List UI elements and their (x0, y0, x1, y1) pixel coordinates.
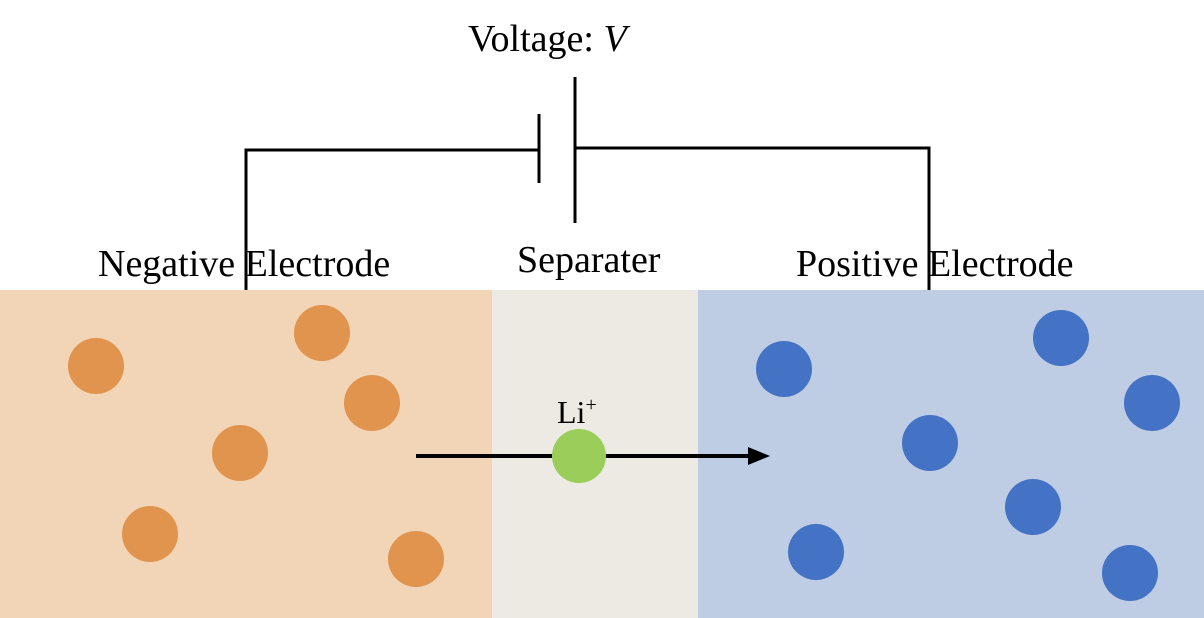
positive-electrode-label: Positive Electrode (796, 243, 1074, 285)
negative-particle (388, 531, 444, 587)
negative-particle (344, 375, 400, 431)
negative-wire (244, 148, 539, 290)
negative-electrode-label: Negative Electrode (98, 243, 391, 285)
voltage-symbol: V (603, 18, 627, 60)
ion-symbol: Li (557, 394, 586, 430)
lithium-ion (552, 429, 606, 483)
positive-particle (788, 524, 844, 580)
positive-particle (902, 415, 958, 471)
separator-label: Separater (517, 239, 661, 281)
positive-wire (575, 146, 931, 290)
negative-particle (122, 506, 178, 562)
ion-charge: + (585, 394, 597, 416)
positive-particle (1102, 545, 1158, 601)
arrow-head (748, 447, 770, 465)
negative-particle (294, 305, 350, 361)
voltage-label: Voltage: V (468, 20, 627, 58)
negative-particle (212, 425, 268, 481)
positive-particle (1005, 479, 1061, 535)
positive-particle (756, 341, 812, 397)
positive-particle (1033, 310, 1089, 366)
positive-particle (1124, 375, 1180, 431)
voltage-prefix: Voltage: (468, 18, 604, 60)
negative-particle (68, 338, 124, 394)
ion-label: Li+ (557, 395, 597, 428)
